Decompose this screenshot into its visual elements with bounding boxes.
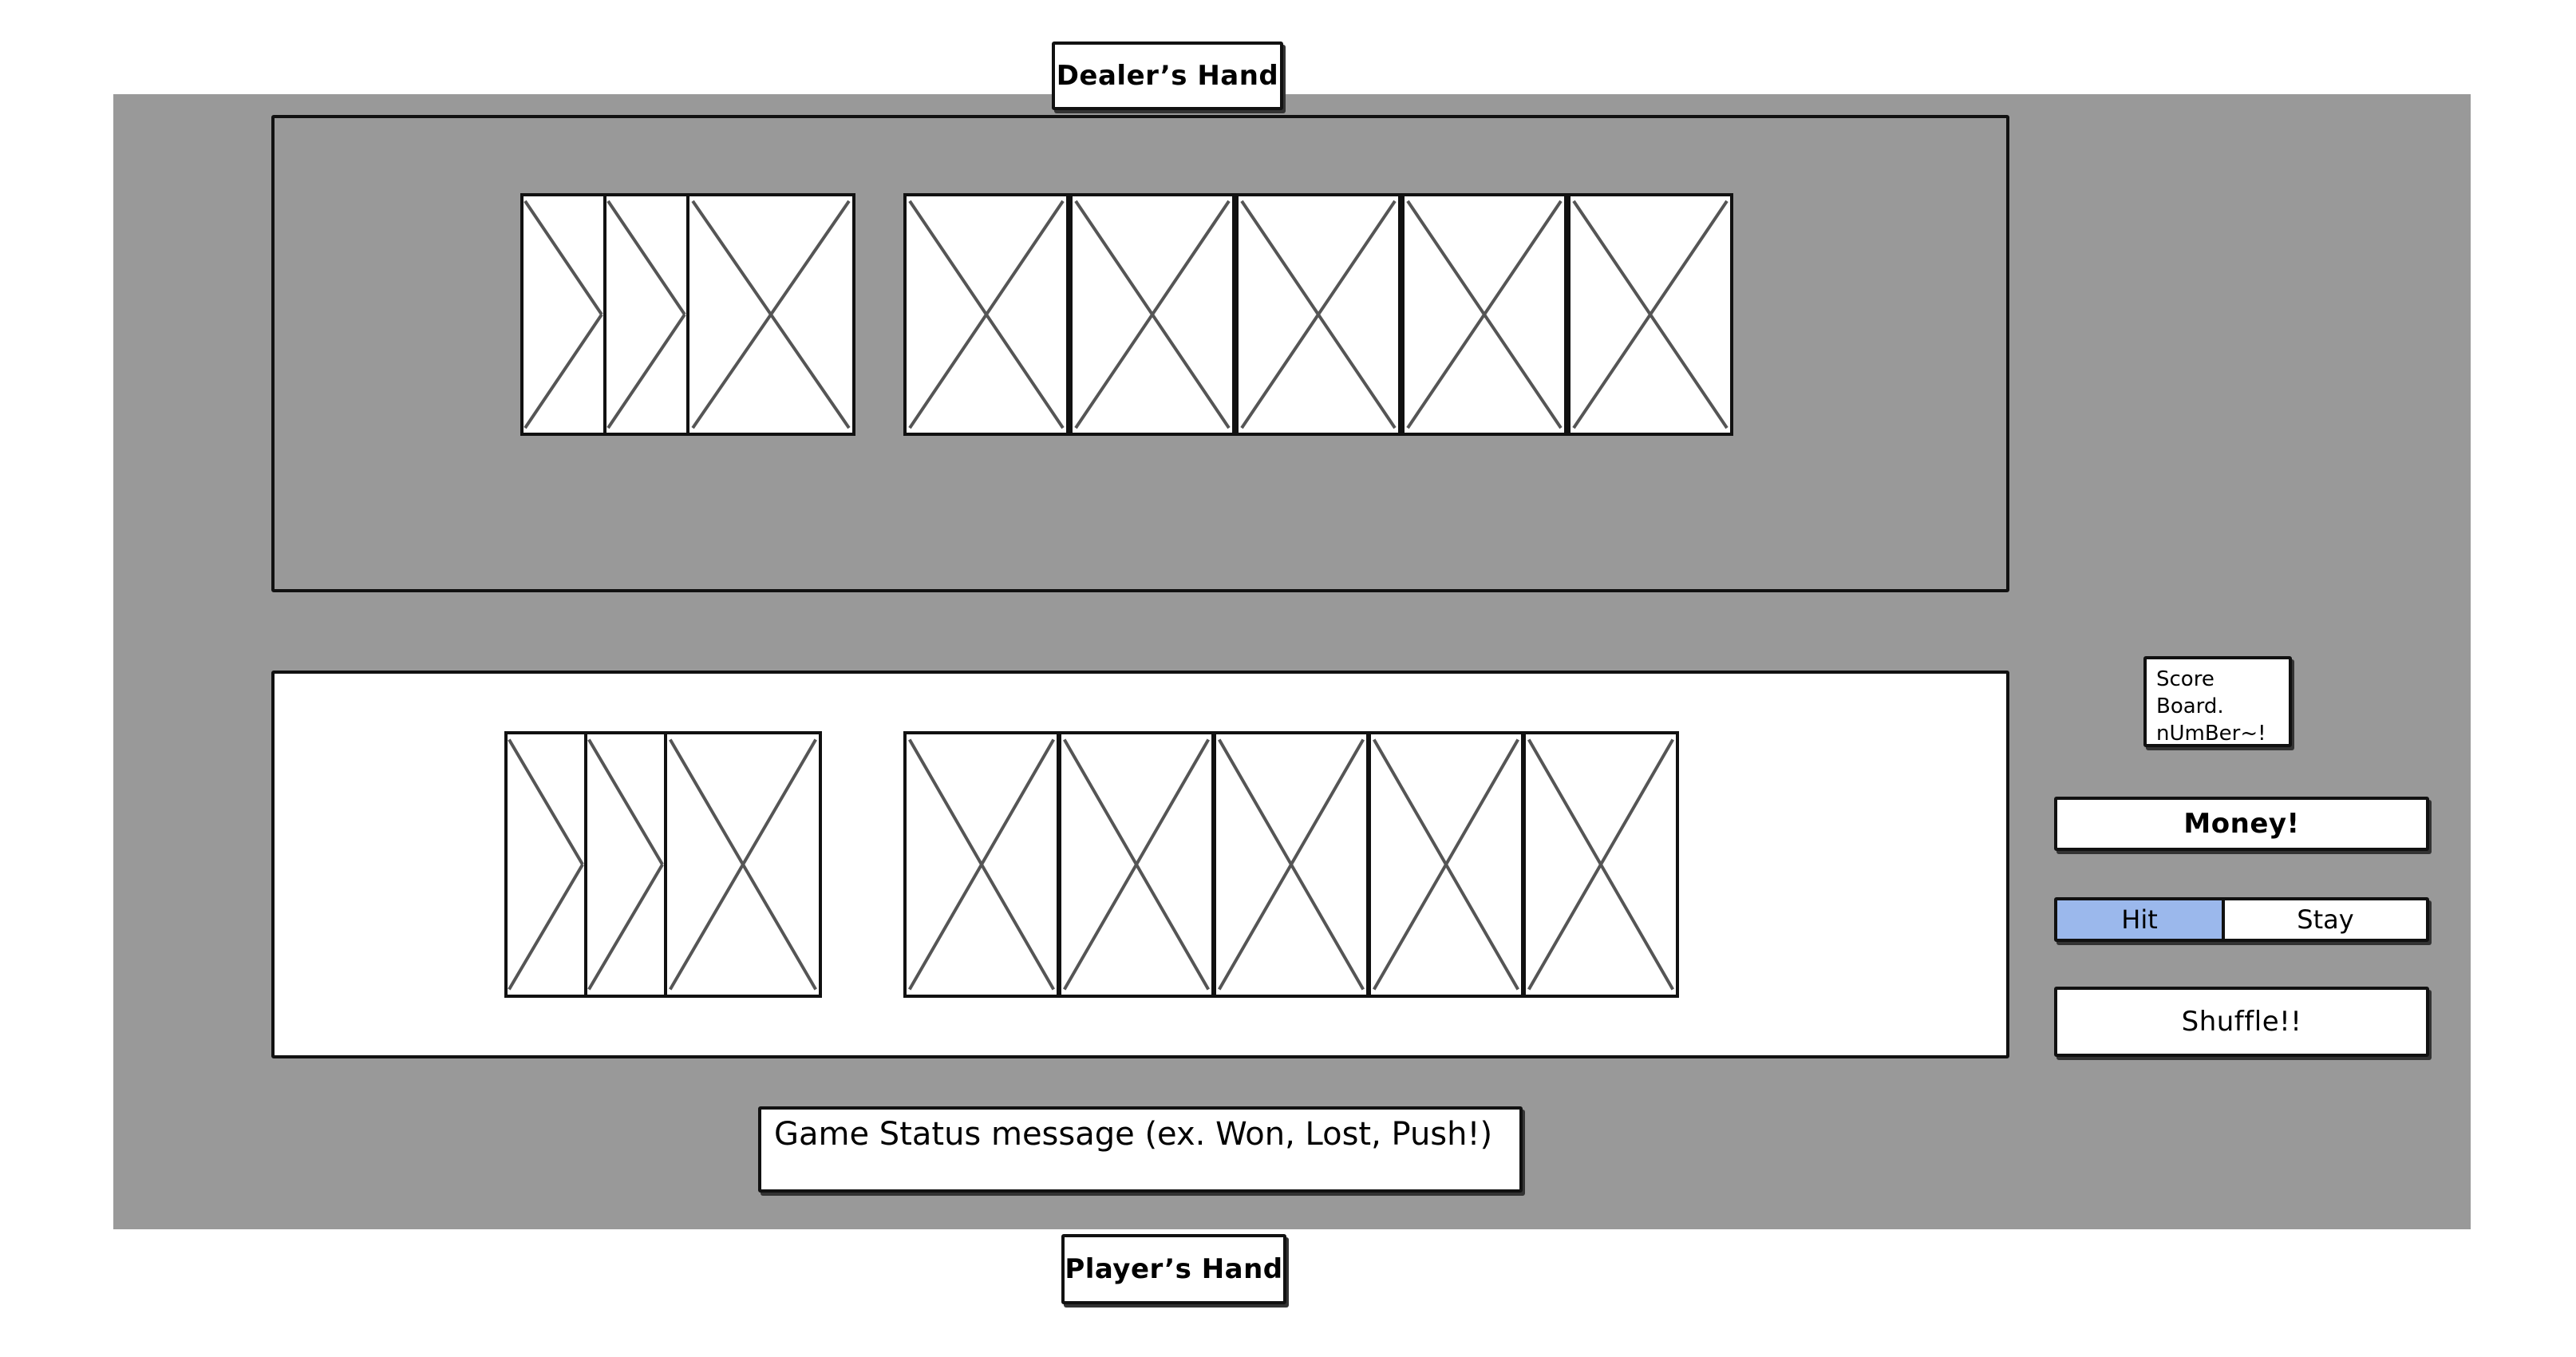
dealer-hand-area xyxy=(271,115,2009,592)
image-placeholder-icon xyxy=(1405,196,1564,433)
shuffle-button[interactable]: Shuffle!! xyxy=(2054,987,2429,1057)
dealer-card-4 xyxy=(1401,193,1567,436)
image-placeholder-icon xyxy=(1216,734,1366,995)
image-placeholder-icon xyxy=(689,196,852,433)
image-placeholder-icon xyxy=(1371,734,1521,995)
hit-button-label: Hit xyxy=(2121,904,2158,935)
chevron-right-icon xyxy=(508,734,584,995)
player-stacked-card-2 xyxy=(584,731,667,998)
player-card-1 xyxy=(903,731,1060,998)
dealer-stacked-card-2 xyxy=(603,193,689,436)
hit-stay-toggle: Hit Stay xyxy=(2054,897,2429,942)
player-hand-label-text: Player’s Hand xyxy=(1065,1253,1283,1285)
dealer-stacked-card-1 xyxy=(520,193,606,436)
image-placeholder-icon xyxy=(1073,196,1232,433)
player-hand-label: Player’s Hand xyxy=(1061,1234,1286,1304)
image-placeholder-icon xyxy=(1239,196,1398,433)
chevron-right-icon xyxy=(587,734,664,995)
player-card-4 xyxy=(1368,731,1524,998)
player-card-5 xyxy=(1523,731,1679,998)
chevron-right-icon xyxy=(606,196,686,433)
score-board: Score Board. nUmBer~! xyxy=(2143,656,2292,747)
score-board-number: nUmBer~! xyxy=(2156,722,2266,746)
player-stacked-card-3 xyxy=(664,731,822,998)
dealer-card-1 xyxy=(903,193,1069,436)
stay-button[interactable]: Stay xyxy=(2225,900,2426,939)
stay-button-label: Stay xyxy=(2297,904,2354,935)
image-placeholder-icon xyxy=(667,734,819,995)
hit-button[interactable]: Hit xyxy=(2057,900,2225,939)
image-placeholder-icon xyxy=(1570,196,1730,433)
score-board-title: Score Board. xyxy=(2156,667,2224,718)
player-stacked-card-1 xyxy=(504,731,587,998)
player-card-3 xyxy=(1213,731,1369,998)
money-label: Money! xyxy=(2183,808,2300,840)
game-status-text: Game Status message (ex. Won, Lost, Push… xyxy=(774,1116,1493,1153)
image-placeholder-icon xyxy=(1526,734,1676,995)
dealer-card-5 xyxy=(1567,193,1733,436)
dealer-card-3 xyxy=(1235,193,1401,436)
dealer-card-2 xyxy=(1069,193,1235,436)
game-status-message: Game Status message (ex. Won, Lost, Push… xyxy=(758,1106,1523,1193)
dealer-stacked-card-3 xyxy=(686,193,855,436)
dealer-hand-label: Dealer’s Hand xyxy=(1052,42,1283,110)
dealer-hand-label-text: Dealer’s Hand xyxy=(1056,60,1279,92)
shuffle-button-label: Shuffle!! xyxy=(2181,1006,2302,1038)
image-placeholder-icon xyxy=(907,196,1066,433)
image-placeholder-icon xyxy=(1061,734,1211,995)
chevron-right-icon xyxy=(523,196,603,433)
money-display: Money! xyxy=(2054,797,2429,851)
player-card-2 xyxy=(1058,731,1215,998)
image-placeholder-icon xyxy=(907,734,1057,995)
